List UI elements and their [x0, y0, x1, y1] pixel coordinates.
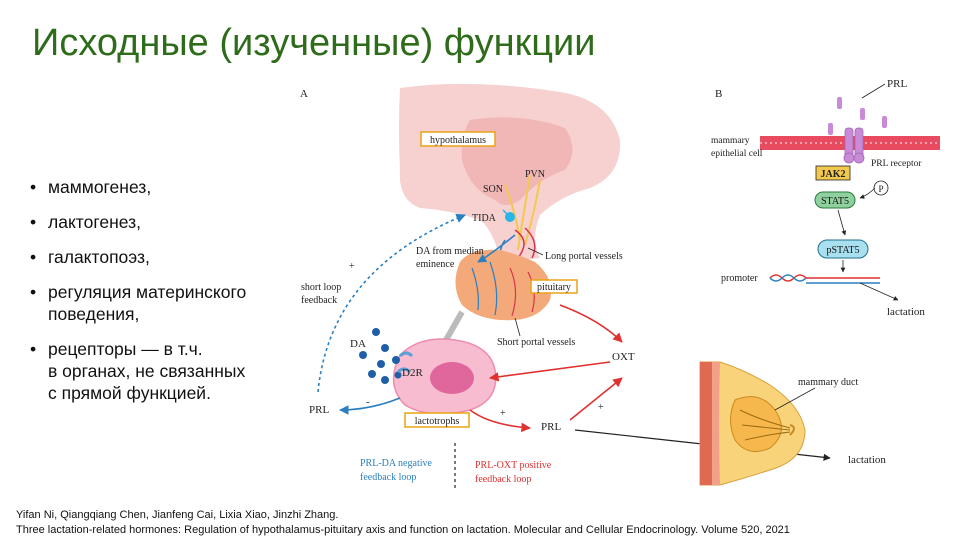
bullet-item: галактопоэз,	[30, 246, 300, 268]
legend-negative-1: PRL-DA negative	[360, 458, 432, 469]
bullet-list: маммогенез, лактогенез, галактопоэз, рег…	[30, 176, 300, 417]
bullet-item: маммогенез,	[30, 176, 300, 198]
citation: Yifan Ni, Qiangqiang Chen, Jianfeng Cai,…	[16, 508, 790, 538]
prl-right-label: PRL	[541, 421, 561, 433]
breast-illustration	[699, 361, 806, 486]
phosphate-icon	[873, 180, 889, 196]
bullet-text: в органах, не связанных	[48, 361, 246, 381]
short-loop-label-2: feedback	[301, 295, 337, 306]
prl-receptor-shape	[843, 127, 865, 164]
son-label: SON	[483, 184, 503, 195]
mammary-cell-label-1: mammary	[711, 136, 750, 146]
short-loop-arrow	[317, 213, 466, 393]
lactation-b-label: lactation	[887, 306, 925, 318]
bullet-item: лактогенез,	[30, 211, 300, 233]
mammary-duct-label: mammary duct	[798, 377, 858, 388]
bullet-item: регуляция материнского поведения,	[30, 281, 300, 325]
prl-oxt-arrow	[569, 377, 623, 421]
bullet-text: рецепторы — в т.ч.	[48, 339, 203, 359]
neuron-fibers	[504, 174, 541, 251]
pvn-label: PVN	[525, 169, 545, 180]
pstat5-label: pSTAT5	[826, 245, 859, 256]
stat5-arrow	[837, 209, 847, 236]
prl-receptor-label: PRL receptor	[871, 159, 922, 169]
minus-sign: -	[366, 396, 370, 408]
plus-oxt: +	[598, 402, 604, 413]
oxt-label: OXT	[612, 351, 635, 363]
bullet-text: маммогенез,	[48, 177, 152, 197]
legend-negative-2: feedback loop	[360, 472, 416, 483]
pituitary-label: pituitary	[537, 282, 571, 293]
stat5-box	[814, 191, 856, 209]
citation-reference: Three lactation-related hormones: Regula…	[16, 524, 790, 536]
gene-lactation-arrow	[859, 282, 899, 301]
prl-molecules	[828, 97, 887, 135]
da-median-arrow	[477, 234, 516, 263]
tida-label: TIDA	[472, 213, 497, 224]
hypothalamus-box	[420, 131, 496, 147]
d2r-label: D2R	[402, 367, 423, 379]
legend-positive-1: PRL-OXT positive	[475, 460, 552, 471]
dna-helix	[769, 274, 880, 284]
bullet-text: лактогенез,	[48, 212, 141, 232]
lactotroph-prl-arrow	[339, 397, 401, 415]
tida-axon	[502, 209, 511, 218]
phosphate-arrow	[859, 187, 876, 199]
short-portal-label: Short portal vessels	[497, 337, 575, 348]
mammary-cell-label-2: epithelial cell	[711, 149, 763, 159]
pstat5-box	[817, 239, 869, 259]
prl-left-label: PRL	[309, 404, 329, 416]
bullet-text: галактопоэз,	[48, 247, 150, 267]
lactotroph-prl-right-arrow	[469, 409, 531, 433]
bullet-text: поведения,	[48, 304, 140, 324]
mammary-duct-leader	[774, 387, 816, 411]
stat5-label: STAT5	[821, 196, 849, 207]
slide-title: Исходные (изученные) функции	[32, 22, 596, 64]
promoter-label: promoter	[721, 273, 758, 284]
da-molecules	[359, 328, 402, 384]
plus-prl: +	[500, 408, 506, 419]
d2r-receptors	[396, 351, 414, 374]
hypothalamus-label: hypothalamus	[430, 135, 486, 146]
da-median-label-2: eminence	[416, 259, 455, 270]
da-label: DA	[350, 338, 366, 350]
long-portal-label: Long portal vessels	[545, 251, 623, 262]
bullet-text: с прямой функцией.	[48, 383, 211, 403]
prl-b-label: PRL	[887, 78, 907, 90]
pituitary-oxt-arrow	[559, 304, 623, 343]
lactotroph-cell	[392, 338, 497, 415]
panel-label-b: B	[715, 88, 722, 100]
lactation-a-label: lactation	[848, 454, 886, 466]
lactotrophs-label: lactotrophs	[415, 416, 460, 427]
legend-positive-2: feedback loop	[475, 474, 531, 485]
phosphate-label: P	[878, 184, 883, 194]
pituitary-box	[530, 279, 578, 294]
panel-label-a: A	[300, 88, 308, 100]
jak2-box	[815, 165, 851, 181]
da-median-label-1: DA from median	[416, 246, 484, 257]
lactotrophs-box	[404, 412, 470, 428]
short-loop-plus: +	[349, 261, 355, 272]
bullet-item: рецепторы — в т.ч. в органах, не связанн…	[30, 338, 300, 404]
prl-b-leader	[861, 83, 886, 99]
short-loop-label-1: short loop	[301, 282, 341, 293]
oxt-lactotroph-arrow	[489, 361, 611, 382]
bullet-text: регуляция материнского	[48, 282, 247, 302]
pituitary-lactotroph-arrow	[443, 310, 465, 342]
citation-authors: Yifan Ni, Qiangqiang Chen, Jianfeng Cai,…	[16, 509, 339, 521]
long-portal-leader	[527, 247, 544, 256]
short-portal-leader	[514, 317, 521, 337]
jak2-label: JAK2	[821, 169, 846, 180]
